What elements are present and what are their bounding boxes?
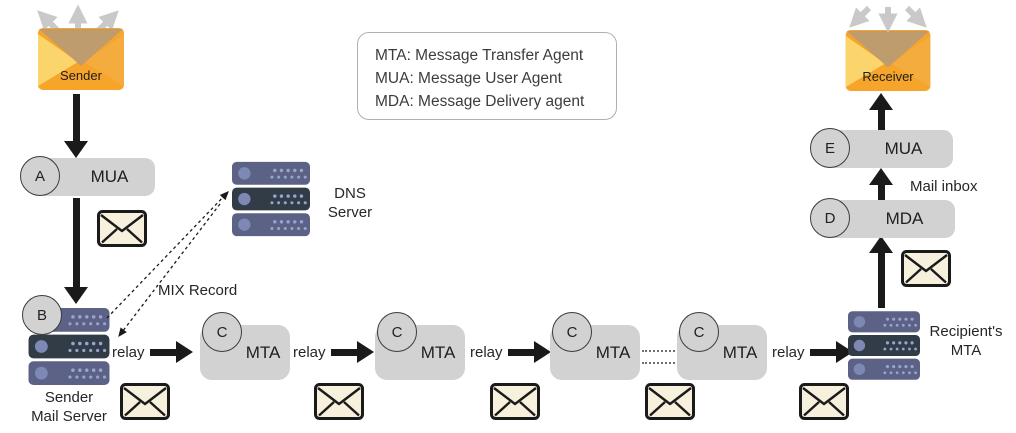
receiver-envelope-icon: Receiver <box>845 30 931 91</box>
sender-mail-server-label: Sender Mail Server <box>31 389 107 425</box>
dns-server-icon <box>232 158 310 240</box>
mta-label: MTA <box>722 343 758 362</box>
message-envelope-icon <box>314 383 364 420</box>
relay-step-2: relay <box>293 341 374 363</box>
sender-envelope-icon: Sender <box>38 28 124 90</box>
chain-continuation-dots <box>642 350 675 352</box>
mta-label: MTA <box>245 343 281 362</box>
message-envelope-icon <box>645 383 695 420</box>
mda-node-d: D MDA <box>810 198 955 238</box>
relay-arrow-icon <box>507 341 551 363</box>
relay-label: relay <box>293 343 326 361</box>
mua-node-e: E MUA <box>810 128 953 168</box>
flow-arrow-sender-to-mua <box>64 94 88 158</box>
step-badge-d: D <box>810 198 850 238</box>
mua-a-label: MUA <box>90 167 129 186</box>
mail-inbox-label: Mail inbox <box>910 178 978 195</box>
mda-label: MDA <box>885 209 924 228</box>
message-envelope-icon <box>97 210 147 247</box>
step-badge-c: C <box>679 312 719 352</box>
flow-arrow-mda-to-mua <box>869 168 893 200</box>
flow-arrow-server-to-mda <box>869 236 893 308</box>
mta-label: MTA <box>420 343 456 362</box>
legend-line-mda: MDA: Message Delivery agent <box>375 93 585 110</box>
flow-arrow-mua-to-receiver <box>869 93 893 130</box>
dns-query-arrows-icon <box>106 191 229 338</box>
dns-server-label: DNS Server <box>327 185 373 221</box>
message-envelope-icon <box>490 383 540 420</box>
relay-step-4: relay <box>772 341 853 363</box>
relay-arrow-icon <box>809 341 853 363</box>
mix-record-label: MIX Record <box>158 282 238 299</box>
chain-continuation-dots <box>642 362 675 364</box>
step-badge-c: C <box>552 312 592 352</box>
recipients-mta-label: Recipient's MTA <box>929 323 1003 359</box>
mta-node-4: C MTA <box>677 312 767 380</box>
mua-e-label: MUA <box>884 139 923 158</box>
recipients-mta-server-icon <box>848 308 920 383</box>
incoming-arrows-icon <box>849 5 927 33</box>
message-envelope-icon <box>901 250 951 287</box>
mua-node-a: A MUA <box>20 156 155 196</box>
receiver-label: Receiver <box>862 69 914 84</box>
message-envelope-icon <box>120 383 170 420</box>
message-envelope-icon <box>799 383 849 420</box>
relay-label: relay <box>772 343 805 361</box>
mta-label: MTA <box>595 343 631 362</box>
legend-line-mta: MTA: Message Transfer Agent <box>375 47 584 64</box>
mta-node-3: C MTA <box>550 312 640 380</box>
mta-node-1: C MTA <box>200 312 290 380</box>
mta-node-2: C MTA <box>375 312 465 380</box>
step-badge-a: A <box>20 156 60 196</box>
step-badge-b: B <box>22 295 62 335</box>
relay-arrow-icon <box>330 341 374 363</box>
relay-label: relay <box>470 343 503 361</box>
relay-step-1: relay <box>112 341 193 363</box>
sender-label: Sender <box>60 68 102 83</box>
flow-arrow-mua-to-mailserver <box>64 198 88 304</box>
step-badge-c: C <box>202 312 242 352</box>
step-badge-e: E <box>810 128 850 168</box>
legend-box: MTA: Message Transfer Agent MUA: Message… <box>357 32 617 120</box>
step-badge-c: C <box>377 312 417 352</box>
relay-label: relay <box>112 343 145 361</box>
relay-arrow-icon <box>149 341 193 363</box>
legend-line-mua: MUA: Message User Agent <box>375 70 562 87</box>
relay-step-3: relay <box>470 341 551 363</box>
